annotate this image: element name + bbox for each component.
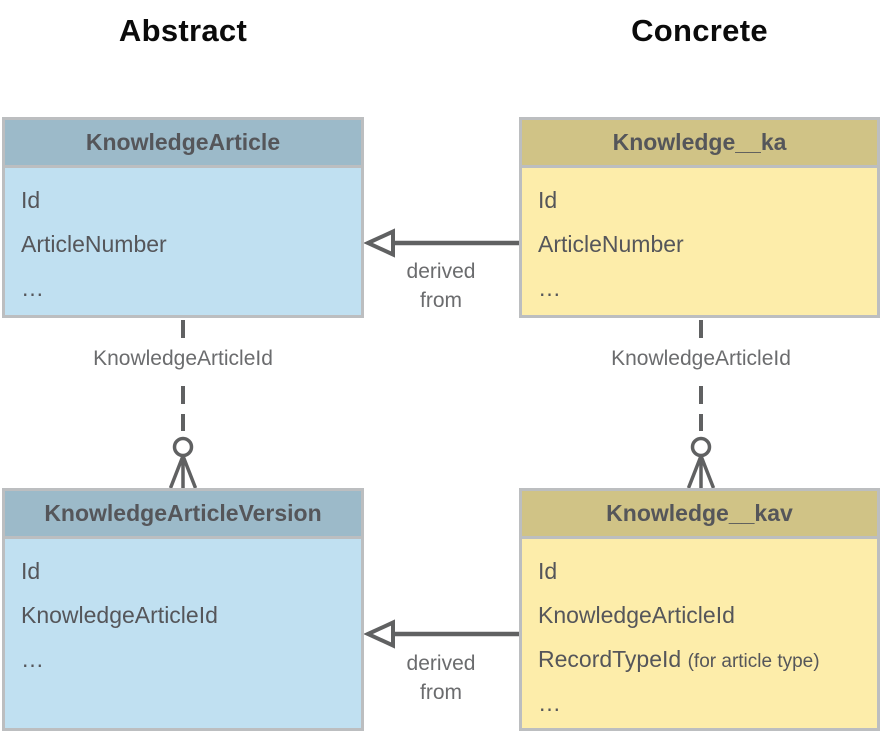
derived-from-label-top: derived from — [351, 257, 531, 315]
open-triangle-arrowhead — [363, 619, 395, 649]
derived-from-line2: from — [420, 289, 462, 312]
derived-from-line1: derived — [406, 652, 476, 675]
field-knowledge-article-id: KnowledgeArticleId — [21, 602, 218, 628]
field-article-number: ArticleNumber — [21, 231, 167, 257]
field-ellipsis: … — [21, 275, 47, 301]
open-triangle-arrowhead — [363, 228, 395, 258]
derived-from-line1: derived — [406, 260, 476, 283]
fk-connector-right — [686, 320, 716, 489]
field-record-type-id: RecordTypeId (for article type) — [538, 637, 877, 681]
field-id: Id — [21, 558, 41, 584]
entity-box-knowledge-ka: Knowledge__ka Id ArticleNumber … — [519, 117, 880, 318]
fk-connector-left — [168, 320, 198, 489]
column-title-concrete: Concrete — [631, 13, 768, 48]
entity-box-knowledge-kav: Knowledge__kav Id KnowledgeArticleId Rec… — [519, 488, 880, 731]
crows-foot-zero-many-icon — [168, 436, 198, 489]
fk-label-right: KnowledgeArticleId — [611, 347, 791, 370]
field-record-type-id-note: (for article type) — [687, 651, 820, 672]
entity-field-list: Id KnowledgeArticleId … — [5, 539, 361, 728]
derived-from-label-bottom: derived from — [351, 649, 531, 707]
field-ellipsis: … — [21, 646, 47, 672]
crows-foot-zero-many-icon — [686, 436, 716, 489]
entity-title: Knowledge__kav — [522, 491, 877, 539]
derived-from-arrow-top — [363, 228, 519, 258]
entity-field-list: Id ArticleNumber … — [522, 168, 877, 315]
field-id: Id — [538, 558, 558, 584]
derived-from-line2: from — [420, 681, 462, 704]
derived-from-arrow-bottom — [363, 619, 519, 649]
field-ellipsis: … — [538, 275, 564, 301]
field-article-number: ArticleNumber — [538, 231, 684, 257]
entity-box-knowledge-article-version: KnowledgeArticleVersion Id KnowledgeArti… — [2, 488, 364, 731]
fk-label-left: KnowledgeArticleId — [93, 347, 273, 370]
entity-title: KnowledgeArticleVersion — [5, 491, 361, 539]
field-knowledge-article-id: KnowledgeArticleId — [538, 602, 735, 628]
entity-field-list: Id KnowledgeArticleId RecordTypeId (for … — [522, 539, 877, 728]
column-title-abstract: Abstract — [118, 13, 248, 48]
entity-title: Knowledge__ka — [522, 120, 877, 168]
field-id: Id — [538, 187, 558, 213]
entity-title: KnowledgeArticle — [5, 120, 361, 168]
field-id: Id — [21, 187, 41, 213]
entity-box-knowledge-article: KnowledgeArticle Id ArticleNumber … — [2, 117, 364, 318]
field-ellipsis: … — [538, 690, 564, 716]
entity-field-list: Id ArticleNumber … — [5, 168, 361, 315]
field-record-type-id-main: RecordTypeId — [538, 646, 682, 672]
